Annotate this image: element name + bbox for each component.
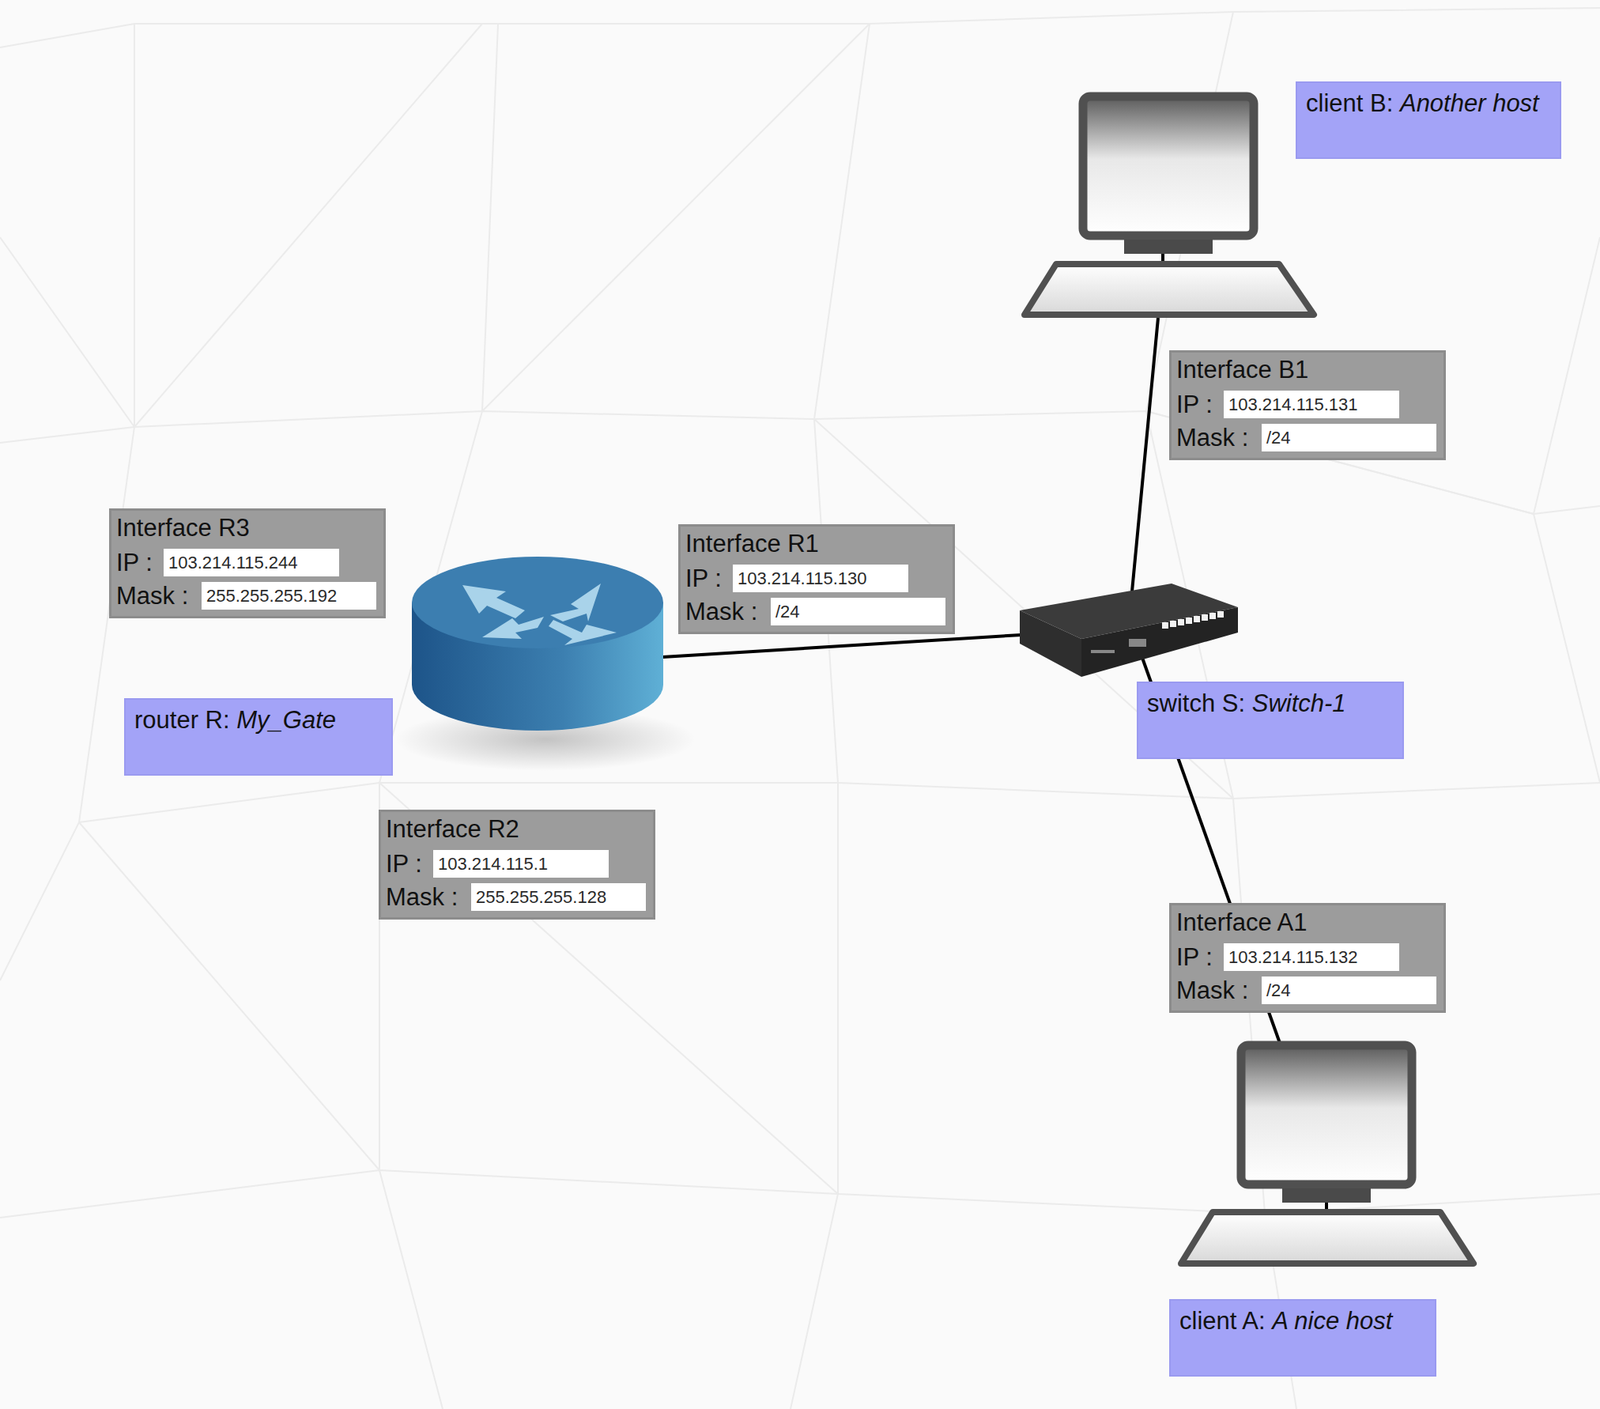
device-role: switch S: bbox=[1147, 687, 1246, 720]
ip-field: 103.214.115.1 bbox=[433, 849, 609, 878]
mask-field: 255.255.255.128 bbox=[471, 883, 646, 911]
mask-field: /24 bbox=[1261, 976, 1437, 1004]
device-name: Switch-1 bbox=[1252, 687, 1347, 720]
interface-box: Interface R3 IP :103.214.115.244Mask :255… bbox=[109, 508, 386, 619]
interface-title: Interface R2 bbox=[385, 814, 647, 845]
mask-field: /24 bbox=[770, 597, 946, 626]
field-row: Mask :255.255.255.128 bbox=[385, 883, 647, 911]
router-label: router R:My_Gate bbox=[124, 698, 393, 776]
host-label: client B:Another host bbox=[1295, 81, 1562, 159]
field-label: IP : bbox=[116, 549, 164, 577]
field-label: Mask : bbox=[685, 598, 771, 626]
interface-title: Interface R1 bbox=[685, 528, 947, 559]
field-label: IP : bbox=[685, 565, 733, 593]
field-row: IP :103.214.115.132 bbox=[1176, 943, 1438, 971]
host-label: client A:A nice host bbox=[1169, 1298, 1437, 1377]
device-role: client A: bbox=[1179, 1305, 1266, 1337]
device-name: My_Gate bbox=[236, 704, 336, 736]
mask-field: 255.255.255.192 bbox=[201, 581, 377, 610]
field-label: IP : bbox=[385, 850, 434, 878]
switch-label: switch S:Switch-1 bbox=[1136, 681, 1404, 759]
field-row: Mask :/24 bbox=[1176, 423, 1438, 452]
interface-title: Interface A1 bbox=[1176, 907, 1438, 938]
field-row: IP :103.214.115.244 bbox=[116, 548, 378, 577]
field-label: IP : bbox=[1176, 943, 1224, 971]
interface-title: Interface B1 bbox=[1176, 354, 1438, 385]
field-row: Mask :/24 bbox=[685, 597, 947, 626]
computer-b-icon bbox=[1024, 96, 1314, 315]
field-row: Mask :255.255.255.192 bbox=[116, 581, 378, 610]
background-grid bbox=[0, 7, 1600, 1409]
mask-field: /24 bbox=[1261, 423, 1437, 452]
ip-field: 103.214.115.132 bbox=[1223, 943, 1400, 971]
field-label: Mask : bbox=[116, 582, 202, 610]
interface-box: Interface B1 IP :103.214.115.131Mask :/24 bbox=[1169, 350, 1446, 461]
device-role: router R: bbox=[134, 704, 231, 736]
field-label: Mask : bbox=[1176, 424, 1262, 452]
interface-title: Interface R3 bbox=[116, 513, 378, 544]
interface-box: Interface R2 IP :103.214.115.1Mask :255.2… bbox=[378, 809, 656, 920]
field-label: IP : bbox=[1176, 391, 1224, 419]
ip-field: 103.214.115.131 bbox=[1223, 390, 1400, 419]
ip-field: 103.214.115.130 bbox=[732, 564, 909, 593]
device-name: A nice host bbox=[1271, 1305, 1393, 1337]
field-row: IP :103.214.115.1 bbox=[385, 849, 647, 878]
interface-box: Interface R1 IP :103.214.115.130Mask :/24 bbox=[678, 524, 955, 634]
ip-field: 103.214.115.244 bbox=[163, 548, 340, 577]
field-label: Mask : bbox=[1176, 977, 1262, 1004]
device-role: client B: bbox=[1305, 87, 1393, 120]
device-name: Another host bbox=[1400, 87, 1540, 120]
field-row: IP :103.214.115.130 bbox=[685, 564, 947, 593]
switch-icon bbox=[1019, 583, 1238, 677]
router-icon bbox=[395, 556, 696, 771]
interface-box: Interface A1 IP :103.214.115.132Mask :/24 bbox=[1169, 902, 1446, 1013]
field-row: IP :103.214.115.131 bbox=[1176, 390, 1438, 419]
field-row: Mask :/24 bbox=[1176, 976, 1438, 1004]
field-label: Mask : bbox=[385, 883, 472, 911]
computer-a-icon bbox=[1181, 1045, 1474, 1264]
